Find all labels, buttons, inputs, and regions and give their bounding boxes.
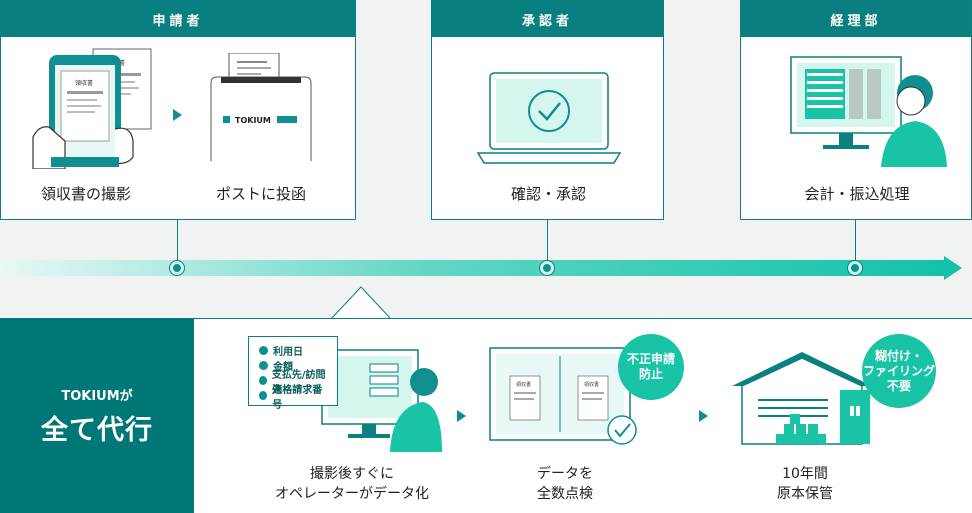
field-item: 支払先/訪問先 — [259, 370, 327, 396]
field-item: 利用日 — [259, 343, 327, 358]
check-icon — [259, 391, 268, 400]
step-confirm-approve: 確認・承認 — [510, 185, 586, 203]
post-brand-text: TOKIUM — [235, 116, 271, 125]
accounting-header: 経理部 — [741, 1, 971, 37]
check-icon — [259, 376, 267, 385]
receipt-title-b: 領収書 — [75, 79, 93, 87]
applicant-stem — [177, 220, 178, 262]
no-filing-badge: 糊付け・ ファイリング 不要 — [862, 334, 936, 408]
field-item: 金額 — [259, 358, 327, 373]
step-full-inspection: データを 全数点検 — [537, 466, 593, 502]
applicant-card: 申請者 領収書 領収書 TOKIUM 領収書の撮影 ポストに投函 — [0, 0, 356, 220]
inspection-illustration: 領収書 領収書 — [489, 347, 637, 445]
check-icon — [259, 361, 268, 370]
warehouse-icon — [732, 352, 872, 445]
step-digitize: 撮影後すぐに オペレーターがデータ化 — [275, 466, 429, 502]
applicant-node — [170, 261, 184, 275]
approver-header: 承認者 — [432, 1, 663, 37]
data-fields-card: 利用日 金額 支払先/訪問先 適格請求番号 — [248, 336, 338, 411]
accounting-stem — [855, 220, 856, 262]
receipt-title-c: 領収書 — [516, 381, 531, 388]
receipt-title-d: 領収書 — [584, 381, 599, 388]
timeline-arrow — [0, 256, 962, 280]
fraud-prevention-badge: 不正申請 防止 — [618, 334, 684, 400]
tokium-subtitle: TOKIUMが — [61, 388, 133, 404]
step-arrow-icon — [699, 410, 708, 422]
accountant-monitor-illustration — [790, 56, 947, 167]
step-arrow-icon — [457, 410, 466, 422]
step-post-submit: ポストに投函 — [215, 185, 306, 203]
receipt-photo-illustration: 領収書 領収書 — [32, 48, 152, 169]
check-icon — [259, 346, 268, 355]
post-box-illustration: TOKIUM — [210, 53, 312, 161]
step-receipt-photo: 領収書の撮影 — [40, 185, 131, 203]
step-arrow-icon — [173, 109, 182, 121]
applicant-header: 申請者 — [1, 1, 355, 37]
field-item: 適格請求番号 — [259, 385, 327, 411]
tokium-title: 全て代行 — [41, 414, 153, 446]
step-original-storage: 10年間 原本保管 — [777, 466, 833, 502]
accounting-node — [848, 261, 862, 275]
approver-stem — [547, 220, 548, 262]
accounting-card: 経理部 会計・振込処理 — [740, 0, 972, 220]
approver-card: 承認者 確認・承認 — [431, 0, 664, 220]
laptop-check-icon — [476, 72, 622, 164]
tokium-service-label: TOKIUMが 全て代行 — [0, 318, 194, 513]
pointer-triangle — [330, 286, 392, 320]
approver-node — [540, 261, 554, 275]
step-accounting-payment: 会計・振込処理 — [804, 185, 910, 203]
